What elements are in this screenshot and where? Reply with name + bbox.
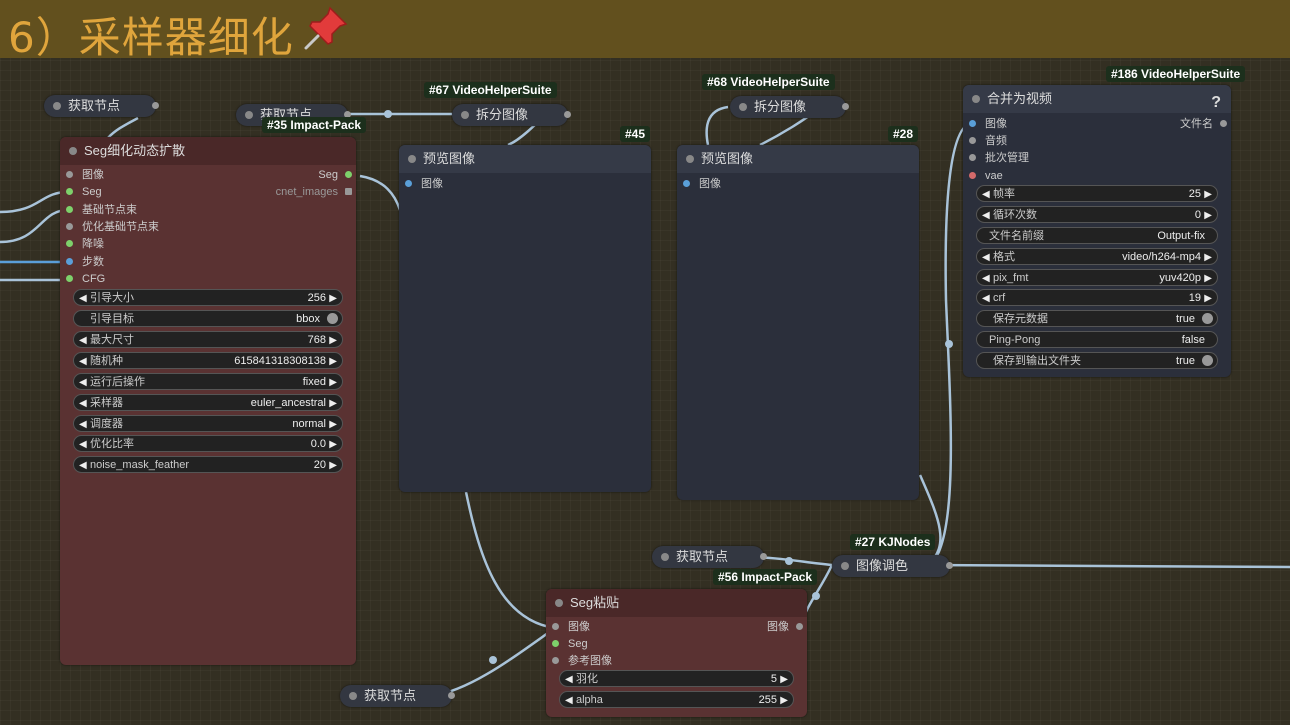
input-slot[interactable]: 优化基础节点束 [66,219,159,235]
collapse-dot[interactable] [53,102,61,110]
split-image-node-68[interactable]: 拆分图像 [730,96,849,118]
output-slot[interactable]: 图像 [767,619,803,635]
node-badge: #68 VideoHelperSuite [702,74,835,90]
input-slot[interactable]: 图像 [552,619,590,635]
input-slot[interactable]: CFG [66,271,105,287]
collapse-dot[interactable] [555,599,563,607]
input-slot[interactable]: 降噪 [66,236,104,252]
output-slot[interactable]: cnet_images [276,184,352,200]
node-title[interactable]: 预览图像 [399,145,651,173]
collapse-dot[interactable] [661,553,669,561]
collapse-dot[interactable] [245,111,253,119]
input-slot[interactable]: 批次管理 [969,150,1029,166]
collapse-dot[interactable] [461,111,469,119]
node-badge: #186 VideoHelperSuite [1106,66,1246,82]
node-title[interactable]: 预览图像 [677,145,919,173]
input-slot[interactable]: 图像 [405,176,443,192]
node-badge: #35 Impact-Pack [262,117,367,133]
input-slot[interactable]: Seg [552,636,588,652]
collapse-dot[interactable] [972,95,980,103]
group-header[interactable]: 6）采样器细化 [0,0,1290,62]
pushpin-icon [304,6,348,50]
input-slot[interactable]: 图像 [969,116,1007,132]
input-slot[interactable]: 步数 [66,254,104,270]
output-slot[interactable]: Seg [318,167,352,183]
collapse-dot[interactable] [841,562,849,570]
collapse-dot[interactable] [408,155,416,163]
collapse-dot[interactable] [686,155,694,163]
get-node-1[interactable]: 获取节点 [44,95,159,117]
get-node-4[interactable]: 获取节点 [340,685,455,707]
input-slot[interactable]: 基础节点束 [66,202,137,218]
node-badge: #56 Impact-Pack [713,569,818,585]
preview-image-node-28[interactable]: 预览图像 图像 [677,145,919,500]
group-title: 6）采样器细化 [8,13,294,62]
input-slot[interactable]: 参考图像 [552,653,612,669]
node-title[interactable]: 合并为视频 ? [963,85,1231,113]
preview-image-node-45[interactable]: 预览图像 图像 [399,145,651,492]
collapse-dot[interactable] [69,147,77,155]
node-title[interactable]: Seg细化动态扩散 [60,137,356,165]
split-image-node-67[interactable]: 拆分图像 [452,104,571,126]
input-slot[interactable]: vae [969,168,1003,184]
help-icon[interactable]: ? [1211,94,1221,111]
collapse-dot[interactable] [349,692,357,700]
input-slot[interactable]: 图像 [66,167,104,183]
node-badge: #45 [620,126,651,142]
node-badge: #28 [888,126,919,142]
output-slot[interactable]: 文件名 [1180,116,1227,132]
input-slot[interactable]: 图像 [683,176,721,192]
collapse-dot[interactable] [739,103,747,111]
input-slot[interactable]: Seg [66,184,102,200]
node-badge: #27 KJNodes [850,534,936,550]
node-title[interactable]: Seg粘贴 [546,589,807,617]
seg-detailer-node[interactable]: Seg细化动态扩散 图像 Seg 基础节点束 优化基础节点束 降噪 步数 CFG… [60,137,356,665]
get-node-3[interactable]: 获取节点 [652,546,767,568]
color-match-node-27[interactable]: 图像调色 [832,555,953,577]
node-badge: #67 VideoHelperSuite [424,82,557,98]
input-slot[interactable]: 音频 [969,133,1007,149]
